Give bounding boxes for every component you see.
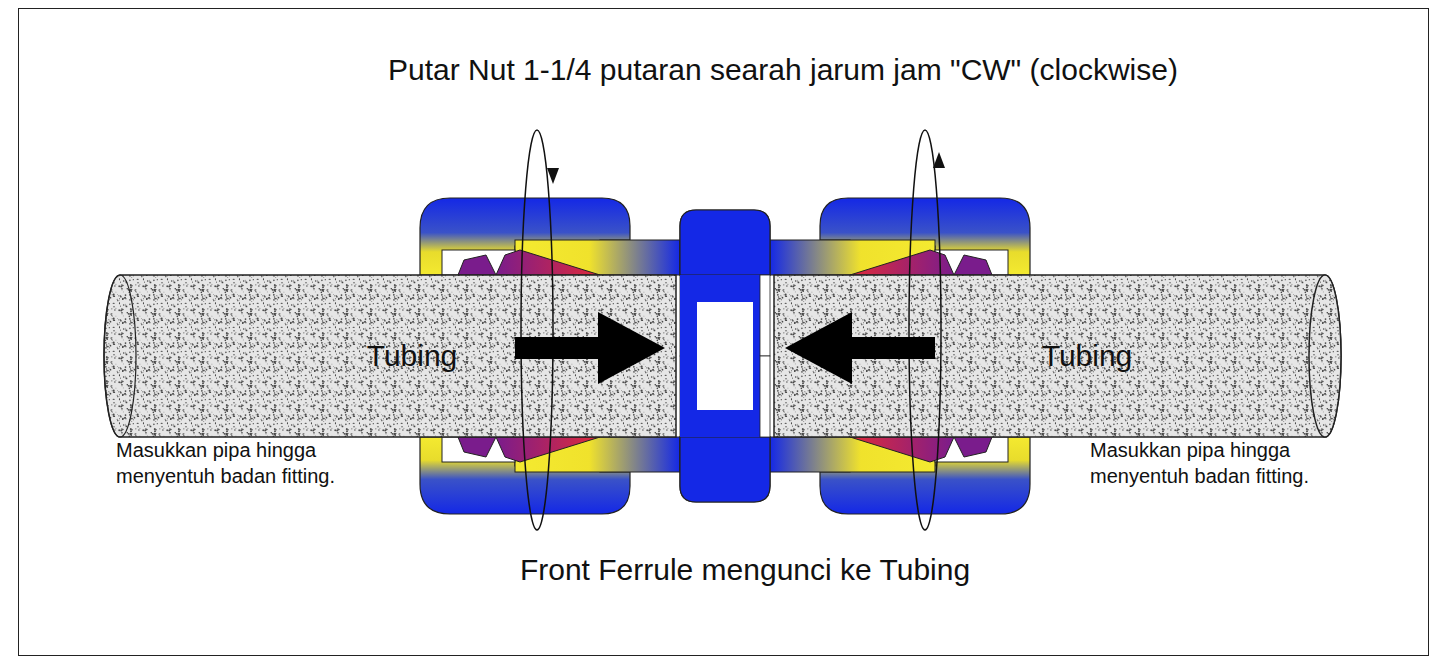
caption: Front Ferrule mengunci ke Tubing <box>520 553 970 587</box>
instruction-note: Masukkan pipa hingga menyentuh badan fit… <box>116 437 386 489</box>
instruction-note: Masukkan pipa hingga menyentuh badan fit… <box>1090 437 1360 489</box>
tubing-label: Tubing <box>367 339 458 373</box>
tubing-pipe: Tubing <box>774 275 1309 437</box>
tubing-pipe: Tubing <box>136 275 676 437</box>
title: Putar Nut 1-1/4 putaran searah jarum jam… <box>388 53 1178 87</box>
tubing-label: Tubing <box>1042 339 1133 373</box>
